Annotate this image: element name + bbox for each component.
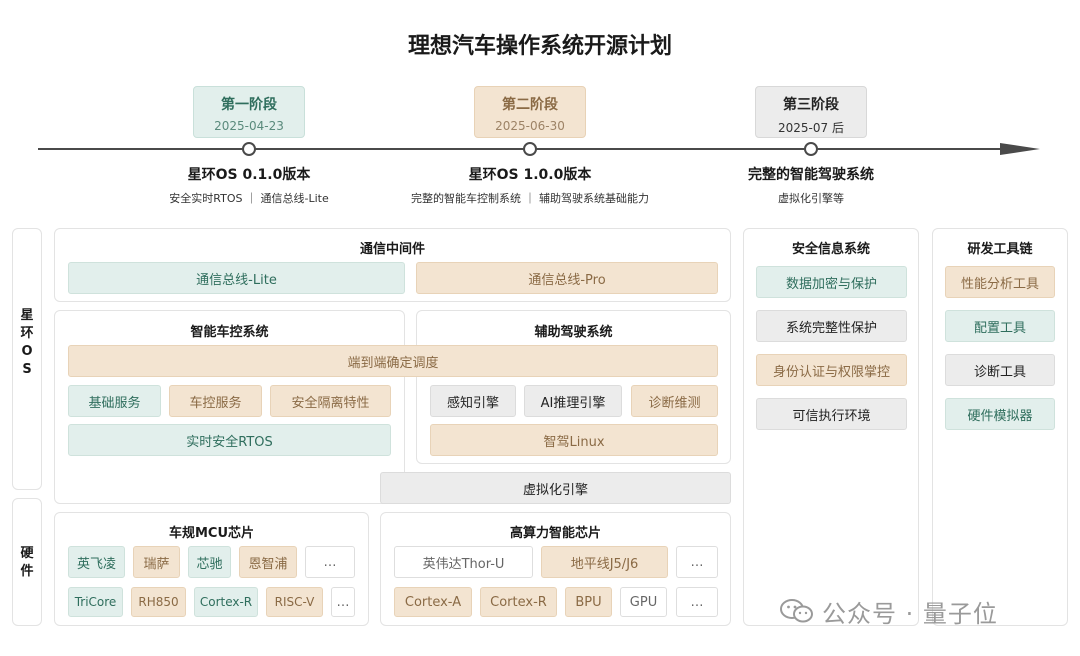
page-title: 理想汽车操作系统开源计划 [407, 34, 672, 59]
mcu-risc-v: RISC-V [266, 587, 323, 617]
adas-title: 辅助驾驶系统 [534, 325, 613, 340]
soc-cortex-a: Cortex-A [394, 587, 472, 617]
hw-label-panel: 硬 件 [12, 498, 42, 626]
security-data-encryption: 数据加密与保护 [756, 266, 907, 298]
stage-1-box: 第一阶段 2025-04-23 [193, 86, 305, 138]
mcu-more-1: … [305, 546, 355, 578]
vehicle-title: 智能车控系统 [190, 325, 269, 340]
stage-1-name: 第一阶段 [221, 97, 277, 113]
wechat-icon [780, 599, 813, 623]
adas-linux: 智驾Linux [430, 424, 718, 456]
stage-2-release: 星环OS 1.0.0版本 [468, 167, 592, 183]
stage-2-date: 2025-06-30 [495, 119, 565, 133]
mcu-nxp: 恩智浦 [239, 546, 297, 578]
perception-engine: 感知引擎 [430, 385, 516, 417]
devtool-profiler: 性能分析工具 [945, 266, 1055, 298]
soc-title: 高算力智能芯片 [509, 526, 601, 541]
basic-services: 基础服务 [68, 385, 161, 417]
timeline-arrow-icon [1000, 143, 1040, 155]
comm-bus-lite: 通信总线-Lite [68, 262, 405, 294]
os-label-panel: 星 环 O S [12, 228, 42, 490]
hw-side-label: 硬 件 [20, 546, 34, 579]
realtime-rtos: 实时安全RTOS [68, 424, 391, 456]
stage-1-release: 星环OS 0.1.0版本 [187, 167, 311, 183]
soc-bpu: BPU [565, 587, 612, 617]
mcu-semidrive: 芯驰 [188, 546, 231, 578]
stage-3-name: 第三阶段 [783, 97, 839, 113]
comm-title: 通信中间件 [359, 242, 425, 257]
stage-1-desc: 安全实时RTOS ｜ 通信总线-Lite [169, 192, 329, 205]
stage-3-desc: 虚拟化引擎等 [778, 192, 844, 205]
mcu-more-2: … [331, 587, 355, 617]
mcu-infineon: 英飞凌 [68, 546, 125, 578]
stage-3-dot [804, 142, 818, 156]
mcu-renesas: 瑞萨 [133, 546, 180, 578]
e2e-scheduling: 端到端确定调度 [68, 345, 718, 377]
soc-gpu: GPU [620, 587, 667, 617]
security-tee: 可信执行环境 [756, 398, 907, 430]
vehicle-control-services: 车控服务 [169, 385, 262, 417]
soc-nvidia-thor: 英伟达Thor-U [394, 546, 533, 578]
mcu-tricore: TriCore [68, 587, 123, 617]
stage-3-release: 完整的智能驾驶系统 [748, 167, 874, 183]
devtool-diagnostics: 诊断工具 [945, 354, 1055, 386]
soc-more-1: … [676, 546, 718, 578]
watermark-text: 公众号 · 量子位 [822, 600, 998, 628]
stage-2-box: 第二阶段 2025-06-30 [474, 86, 586, 138]
soc-horizon-j5-j6: 地平线J5/J6 [541, 546, 668, 578]
security-auth: 身份认证与权限掌控 [756, 354, 907, 386]
stage-2-dot [523, 142, 537, 156]
mcu-cortex-r: Cortex-R [194, 587, 258, 617]
virtualization-engine: 虚拟化引擎 [380, 472, 731, 504]
soc-cortex-r: Cortex-R [480, 587, 557, 617]
soc-more-2: … [676, 587, 718, 617]
stage-3-box: 第三阶段 2025-07 后 [755, 86, 867, 138]
devtool-hw-simulator: 硬件模拟器 [945, 398, 1055, 430]
stage-3-date: 2025-07 后 [778, 121, 844, 135]
stage-1-date: 2025-04-23 [214, 119, 284, 133]
stage-2-desc: 完整的智能车控制系统 ｜ 辅助驾驶系统基础能力 [411, 192, 649, 205]
comm-bus-pro: 通信总线-Pro [416, 262, 718, 294]
os-side-label: 星 环 O S [20, 308, 34, 377]
security-title: 安全信息系统 [791, 242, 870, 257]
devtool-config: 配置工具 [945, 310, 1055, 342]
ai-inference-engine: AI推理引擎 [524, 385, 622, 417]
stage-2-name: 第二阶段 [502, 97, 558, 113]
mcu-title: 车规MCU芯片 [168, 526, 255, 541]
devtools-title: 研发工具链 [967, 242, 1033, 257]
diagnostics: 诊断维测 [631, 385, 718, 417]
security-integrity: 系统完整性保护 [756, 310, 907, 342]
stage-1-dot [242, 142, 256, 156]
safety-isolation: 安全隔离特性 [270, 385, 391, 417]
mcu-rh850: RH850 [131, 587, 186, 617]
